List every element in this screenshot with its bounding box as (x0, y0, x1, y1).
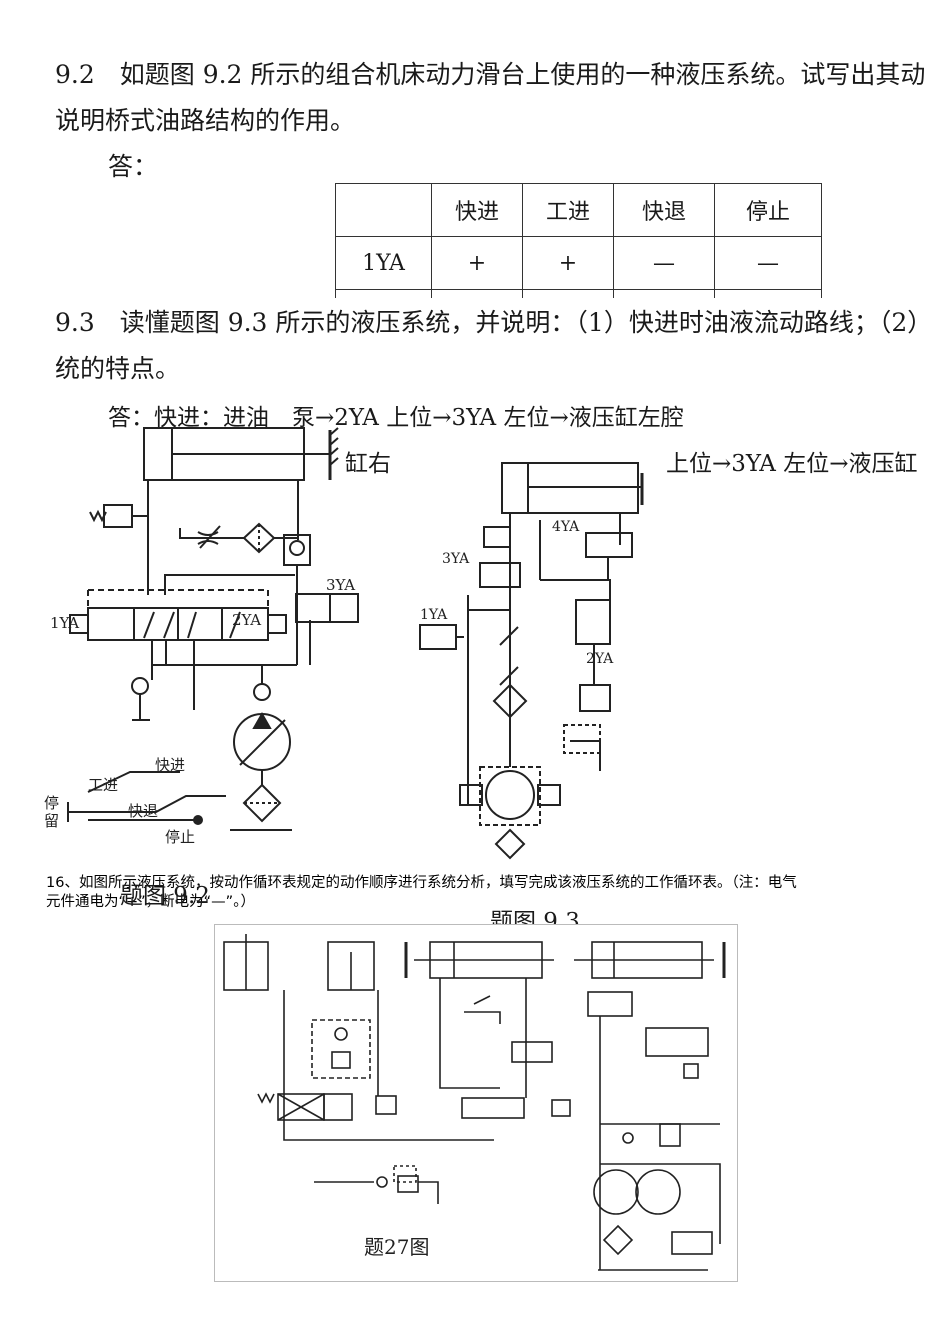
label-3ya: 3YA (442, 551, 470, 567)
table-cell: + (431, 236, 523, 290)
label-1ya: 1YA (420, 607, 448, 623)
q92-line1: 9.2 如题图 9.2 所示的组合机床动力滑台上使用的一种液压系统。试写出其动 (55, 60, 926, 89)
table-cell: — (714, 236, 822, 290)
table-header-cell: 工进 (522, 183, 614, 237)
table-header-cell: 快退 (613, 183, 715, 237)
table-header-cell: 快进 (431, 183, 523, 237)
cycle-stop: 停止 (165, 828, 195, 846)
q93-line2: 统的特点。 (55, 354, 181, 383)
table-row (335, 289, 822, 298)
table-header-row: 快进 工进 快退 停止 (335, 183, 822, 237)
figure-9-3-schematic: 1YA 2YA 3YA 4YA (419, 462, 644, 860)
q93-answer-line2a: 缸右 (345, 451, 391, 477)
q93-line1: 9.3 读懂题图 9.3 所示的液压系统，并说明：（1）快进时油液流动路线；（2… (55, 306, 933, 340)
cycle-fast-back: 快退 (128, 802, 158, 820)
table-cell: — (613, 236, 715, 290)
label-4ya: 4YA (552, 519, 580, 535)
label-2ya: 2YA (232, 611, 261, 629)
caption-fig27: 题27图 (364, 1235, 429, 1259)
table-header-cell: 停止 (714, 183, 822, 237)
table-header-cell (335, 183, 432, 237)
figure-9-2-schematic: 1YA 2YA 3YA 停留 工进 快进 快退 停止 (44, 427, 359, 846)
figure-27-frame (214, 924, 738, 1282)
cycle-table: 快进 工进 快退 停止 1YA + + — — (335, 183, 822, 298)
table-cell: 1YA (335, 236, 432, 290)
figure-27-schematic: 题27图 (223, 934, 726, 1271)
label-1ya: 1YA (50, 614, 79, 632)
q92-line2: 说明桥式油路结构的作用。 (55, 106, 356, 135)
q92-answer-label: 答： (108, 152, 159, 181)
label-2ya: 2YA (586, 651, 614, 667)
table-cell: + (522, 236, 614, 290)
cycle-fast-in: 快进 (155, 756, 185, 774)
answer-table-clip: 快进 工进 快退 停止 1YA + + — — (330, 180, 830, 298)
caption-fig92: 题图 9.2 (120, 883, 210, 909)
cycle-stop-left: 停留 (44, 794, 59, 830)
q93-answer-line1: 答：快进：进油 泵→2YA 上位→3YA 左位→液压缸左腔 (108, 405, 684, 431)
table-row: 1YA + + — — (335, 236, 822, 290)
q93-answer-line2b: 上位→3YA 左位→液压缸 (666, 451, 918, 477)
q16-line2: 元件通电为“+”，断电为“—”。） (46, 894, 255, 910)
label-3ya: 3YA (326, 576, 355, 594)
cycle-work: 工进 (88, 776, 118, 794)
q16-line1: 16、如图所示液压系统，按动作循环表规定的动作顺序进行系统分析，填写完成该液压系… (46, 875, 797, 891)
